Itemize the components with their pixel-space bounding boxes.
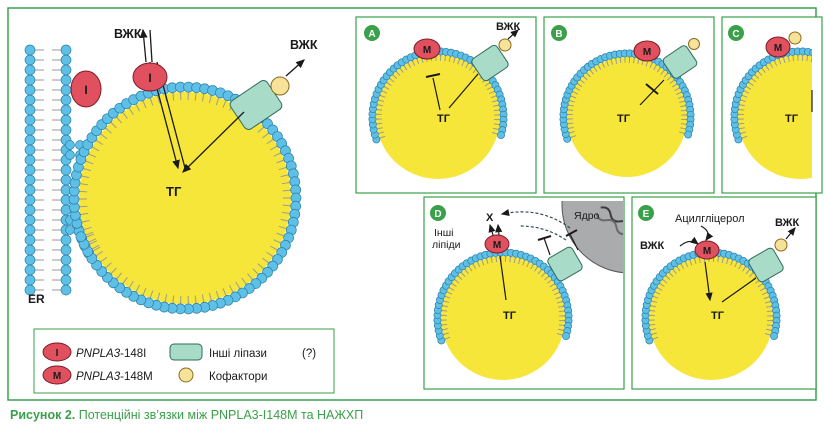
legend-question-text: (?) [302,348,316,360]
panel-b-inhibit-line [639,79,665,106]
panel-e-lipase-line [721,277,757,303]
legend-i-text: PNPLA3-148I [76,348,146,360]
panel-c-m-protein [765,36,791,58]
panel-a-m-label: M [423,45,431,56]
nucleus-label: Ядро [574,210,600,222]
other-lipids-label-2: ліпіди [432,239,461,251]
panel-e-cofactor [774,238,788,252]
panel-a-droplet [368,47,508,179]
i-protein-er [70,70,102,108]
legend-cofactor-icon [178,367,194,383]
er-label: ER [28,292,45,306]
panel-e-m-to-tg [704,261,713,302]
panel-d-x-label: X [486,212,494,224]
legend-lipase-icon [169,343,203,361]
panel-e-m-protein [694,240,720,260]
panel-e-ffa-arrow [785,227,796,240]
panel-d-dashed-1 [500,208,571,229]
panel-e-lipase [748,247,784,283]
panel-a-ffa-arrow [507,29,519,40]
panel-d-tg-line [499,255,507,301]
panel-a-m-protein [413,38,441,60]
i-protein-droplet [132,62,168,92]
arrow-i-to-ffa [139,28,148,63]
legend-m-icon [42,365,72,385]
i-protein-droplet-label: I [148,71,151,85]
legend-i-icon-label: I [56,348,59,359]
panel-d-letter: D [434,209,441,220]
other-lipids-label-1: Інші [434,227,453,239]
panel-b-m-protein [633,40,661,62]
arrow-i-to-ffa-2 [149,29,153,63]
panel-b-badge [551,25,567,41]
panel-a-cofactor [498,38,512,52]
panel-d-nucleus-inhibit-line [569,233,579,251]
panel-d-m-protein [484,234,510,254]
figure-caption: Рисунок 2. Потенційні зв’язки між PNPLA3… [10,408,363,422]
arrow-lipase-to-ffa [285,59,305,77]
panel-a-badge [364,25,380,41]
er-membrane [24,44,85,296]
main-cofactor [270,76,290,96]
acylglycerol-arrow [700,225,714,241]
panel-b-inhibit-bar [645,83,659,95]
legend-cofactor-text: Кофактори [209,371,267,383]
panel-d-arrow-x-1 [488,223,496,236]
panel-c-letter: C [732,29,739,40]
panel-d-nucleus-inhibit-bar [565,229,578,237]
panel-e-letter: E [643,209,650,220]
panel-c-cofactor [788,31,802,45]
panel-d-lipase [547,246,583,282]
panel-a-lipase-line [448,73,479,109]
panel-e-ffa-right-label: ВЖК [775,217,799,229]
panel-c-m-label: M [774,43,782,54]
panel-b-tg-label: ТГ [617,113,631,125]
panel-a-tg-label: ТГ [437,113,451,125]
panel-d-badge [430,205,446,221]
panel-a-ffa-label: ВЖК [496,21,520,33]
panel-e-ffa-left-label: ВЖК [640,240,664,252]
panel-d-m-label: M [493,240,501,251]
panel-c-droplet [730,47,812,179]
panel-e-ffa-in-arrow [679,236,699,247]
panel-a-inhibit-line [432,77,441,111]
panel-e-tg-label: ТГ [711,310,725,322]
panel-d-inhibit-bar [537,235,552,241]
panel-d-droplet [433,248,573,380]
nucleus [561,201,623,274]
main-ffa-left-label: ВЖК [114,27,142,41]
panel-d-tg-label: ТГ [503,310,517,322]
arrow-lipase-to-tg [182,111,245,173]
panel-b-cofactor [688,38,700,50]
legend-m-icon-label: M [53,371,61,382]
panel-a-lipase [471,44,509,82]
panel-a-letter: A [368,29,375,40]
panel-a-inhibit-bar [425,73,441,78]
panel-d-arrow-x-2 [495,223,503,236]
legend-i-icon [42,342,72,362]
panel-c-tg-label: ТГ [785,113,799,125]
panel-b-lipase [662,45,698,79]
i-protein-er-label: I [84,83,87,97]
legend-box [33,328,335,394]
panel-b-m-label: M [643,47,651,58]
panel-d-inhibit-line [543,237,551,256]
legend-m-text: PNPLA3-148M [76,371,153,383]
panel-c-badge [728,25,744,41]
panel-e-m-label: M [703,246,711,257]
panel-e-badge [638,205,654,221]
main-ffa-right-label: ВЖК [290,38,318,52]
acylglycerol-label: Ацилгліцерол [675,213,745,225]
legend-lipase-text: Інші ліпази [209,348,267,360]
main-tg-label: ТГ [166,184,182,199]
panel-b-letter: B [555,29,562,40]
